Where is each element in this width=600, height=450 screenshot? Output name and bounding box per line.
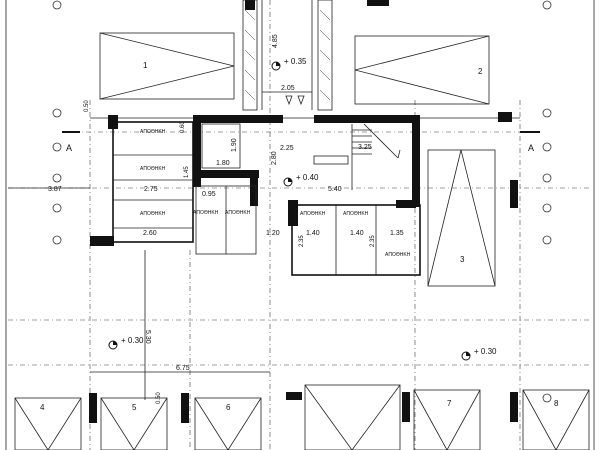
svg-text:5.40: 5.40 xyxy=(328,186,342,193)
svg-text:3: 3 xyxy=(460,255,465,264)
storage-block-right: ΑΠΟΘΗΚΗ ΑΠΟΘΗΚΗ ΑΠΟΘΗΚΗ xyxy=(288,200,421,276)
grid-axis-markers xyxy=(52,0,552,403)
svg-text:2.35: 2.35 xyxy=(299,235,305,247)
level-marker-left-lower: + 0.30 xyxy=(108,336,144,350)
svg-text:2: 2 xyxy=(478,67,483,76)
central-core: ΑΠΟΘΗΚΗ ΑΠΟΘΗΚΗ xyxy=(193,115,420,255)
svg-text:1: 1 xyxy=(143,61,148,70)
svg-text:6: 6 xyxy=(226,403,231,412)
parking-space-5: 5 xyxy=(100,397,168,450)
svg-text:2.60: 2.60 xyxy=(143,230,157,237)
parking-space-7: 7 xyxy=(413,389,481,450)
parking-space-1: 1 xyxy=(99,32,235,100)
ramp-strip xyxy=(242,0,333,111)
column-top-right xyxy=(367,0,389,6)
svg-text:5: 5 xyxy=(132,403,137,412)
storage-block-left: ΑΠΟΘΗΚΗ ΑΠΟΘΗΚΗ ΑΠΟΘΗΚΗ xyxy=(90,115,194,246)
svg-text:2.80: 2.80 xyxy=(271,151,278,165)
svg-text:+ 0.30: + 0.30 xyxy=(121,336,144,345)
svg-text:ΑΠΟΘΗΚΗ: ΑΠΟΘΗΚΗ xyxy=(140,166,166,172)
svg-text:+ 0.40: + 0.40 xyxy=(296,173,319,182)
svg-text:ΑΠΟΘΗΚΗ: ΑΠΟΘΗΚΗ xyxy=(140,211,166,217)
svg-text:1.45: 1.45 xyxy=(184,166,190,178)
grid-lines xyxy=(8,0,592,450)
svg-text:1.40: 1.40 xyxy=(350,230,364,237)
svg-text:+ 0.35: + 0.35 xyxy=(284,57,307,66)
parking-space-8: 8 xyxy=(522,389,590,450)
svg-text:1.40: 1.40 xyxy=(306,230,320,237)
svg-text:4: 4 xyxy=(40,403,45,412)
svg-text:2.05: 2.05 xyxy=(281,85,295,92)
svg-text:ΑΠΟΘΗΚΗ: ΑΠΟΘΗΚΗ xyxy=(140,129,166,135)
parking-ramp-bottom xyxy=(304,384,401,450)
svg-text:3.87: 3.87 xyxy=(48,186,62,193)
svg-text:ΑΠΟΘΗΚΗ: ΑΠΟΘΗΚΗ xyxy=(343,211,369,217)
svg-text:2.75: 2.75 xyxy=(144,186,158,193)
svg-text:5.30: 5.30 xyxy=(144,330,151,344)
svg-text:7: 7 xyxy=(447,399,452,408)
svg-text:ΑΠΟΘΗΚΗ: ΑΠΟΘΗΚΗ xyxy=(385,252,411,258)
svg-text:ΑΠΟΘΗΚΗ: ΑΠΟΘΗΚΗ xyxy=(225,210,251,216)
parking-space-2: 2 xyxy=(354,35,490,105)
level-marker-top: + 0.35 xyxy=(271,57,307,71)
svg-text:8: 8 xyxy=(554,399,559,408)
svg-text:6.75: 6.75 xyxy=(176,365,190,372)
svg-text:1.35: 1.35 xyxy=(390,230,404,237)
level-marker-mid: + 0.40 xyxy=(283,173,319,187)
svg-text:ΑΠΟΘΗΚΗ: ΑΠΟΘΗΚΗ xyxy=(193,210,219,216)
section-line-a: A A xyxy=(62,131,540,153)
parking-space-3: 3 xyxy=(427,149,518,287)
svg-text:1.80: 1.80 xyxy=(216,160,230,167)
svg-text:A: A xyxy=(66,143,72,153)
svg-text:0.60: 0.60 xyxy=(180,121,186,133)
svg-text:ΑΠΟΘΗΚΗ: ΑΠΟΘΗΚΗ xyxy=(300,211,326,217)
level-marker-right-lower: + 0.30 xyxy=(461,347,497,361)
svg-text:A: A xyxy=(528,143,534,153)
svg-text:3.25: 3.25 xyxy=(358,144,372,151)
svg-text:2.25: 2.25 xyxy=(280,145,294,152)
svg-text:1.20: 1.20 xyxy=(266,230,280,237)
svg-text:0.95: 0.95 xyxy=(202,191,216,198)
svg-text:4.85: 4.85 xyxy=(272,34,279,48)
svg-text:0.50: 0.50 xyxy=(84,100,90,112)
svg-text:+ 0.30: + 0.30 xyxy=(474,347,497,356)
svg-text:2.35: 2.35 xyxy=(370,235,376,247)
parking-space-4: 4 xyxy=(14,397,82,450)
svg-text:1.90: 1.90 xyxy=(231,138,238,152)
parking-space-6: 6 xyxy=(194,397,262,450)
staircase xyxy=(313,123,401,190)
